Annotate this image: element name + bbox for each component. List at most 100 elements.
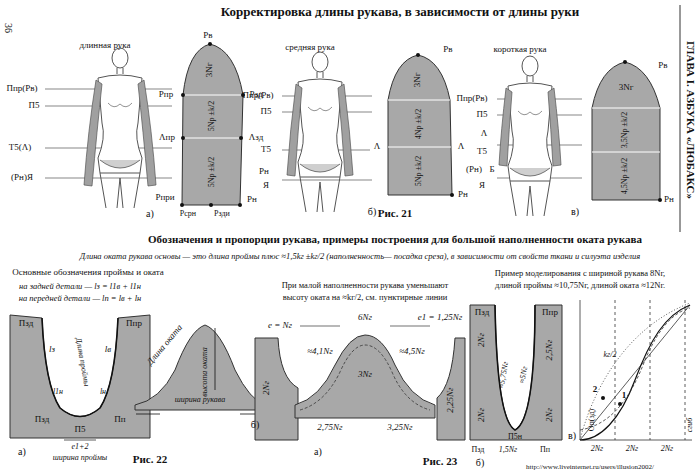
dimension-label: сгиб [686,418,694,433]
dimension-label: При малой наполненности рукава уменьшают [282,281,449,290]
dimension-label: Λ [481,129,488,138]
dimension-label: 3Nг [205,63,214,78]
dimension-label: Ппр(Рв) [242,91,273,100]
dimension-label: Рис. 23 [423,456,457,468]
dimension-label: Б [489,165,494,174]
dimension-label: короткая рука [494,45,547,54]
dimension-label: Пп [114,415,125,424]
dimension-label: средняя рука [285,43,334,52]
dimension-label: Пзд [475,308,489,317]
dimension-label: 4Nр ±k/2 [415,109,423,139]
dimension-label: е = Nг [268,321,292,330]
dimension-label: Рн [259,167,269,176]
dimension-label: Рн [247,195,257,204]
dimension-label: Λзд [249,133,264,142]
dimension-label: П5 [261,107,272,116]
dimension-label: Рпр [159,90,173,99]
dimension-label: ≈5Nг [518,366,529,384]
dimension-label: б) [251,420,259,431]
dimension-label: Пзд [35,415,49,424]
dimension-label: 2Nг [545,408,554,422]
dimension-label: е1+2 [72,443,89,451]
dimension-label: 2Nг [661,445,673,453]
dimension-label: 5Nр ±k/2 [208,101,216,131]
dimension-label: 2Nг [591,445,603,453]
dimension-label: 5Nр ±k/2 [208,157,216,187]
dimension-label: Λ [458,142,465,151]
dimension-label: в) [571,207,579,218]
dimension-label: Рис. 22 [133,454,167,466]
dimension-label: Т5 [477,147,487,156]
dimension-label: 3Nг [358,370,372,379]
dimension-label: длинная рука [79,41,130,50]
dimension-label: Пзд [472,446,485,454]
dimension-label: высота оката [201,347,209,397]
dimension-label: Λ [374,142,381,151]
dimension-label: 3,5Nр ±k/2 [621,112,629,148]
dimension-label: на задней детали — lз = l1в + l1н [19,282,141,291]
dimension-label: 2Nг [477,408,486,422]
dimension-label: ≈4,1Nг [307,347,333,356]
dimension-label: Ппр [542,308,558,317]
dimension-label: 2Nг [477,333,486,347]
dimension-label: 6Nг [358,313,372,322]
dimension-label: 36 [3,23,14,33]
dimension-label: (Рн)Я [11,173,33,182]
dimension-label: е1 = 1,25Nг [418,313,462,322]
dimension-label: 2,25Nг [446,387,455,412]
dimension-label: б) [476,458,484,469]
dimension-label: Т5(Λ) [9,143,32,152]
dimension-label: а) [146,209,154,220]
dimension-label: Рсрн [180,210,196,218]
dimension-label: Длина проймы [74,337,91,387]
dimension-label: Основные обозначения проймы и оката [12,268,164,277]
dimension-label: на передней детали — lп = lв + lн [19,294,142,303]
dimension-label: 1,5Nг [499,446,517,454]
dimension-label: 2 [593,385,598,394]
dimension-label: Ппр(Рв) [6,84,37,93]
dimension-label: ГЛАВА I. АЗБУКА «ЛЮБАКС» [684,41,696,199]
dimension-label: Рн [458,190,468,199]
dimension-label: Я [263,181,269,190]
dimension-label: 2,75Nг [317,423,342,432]
dimension-label: Рв [658,61,667,70]
dimension-label: 4,5Nр ±k/2 [621,158,629,194]
dimension-label: Ппр [126,319,142,328]
dimension-label: высоту оката на ≈kг/2, см. пунктирные ли… [283,293,448,302]
dimension-label: ≈4,5Nг [399,347,425,356]
dimension-label: lн [100,388,106,396]
dimension-label: в) [568,431,576,442]
dimension-label: Пзд [19,319,33,328]
dimension-label: Т5 [261,145,271,154]
dimension-label: 2Nг [626,445,638,453]
dimension-label: П5н [508,433,522,441]
dimension-label: ≈5,75Nг [498,361,511,389]
dimension-label: lз [49,345,55,354]
dimension-label: Рпри [155,193,174,202]
dimension-label: Λпр [159,133,175,142]
dimension-label: а) [18,447,26,458]
dimension-label: Обозначения и пропорции рукава, примеры … [148,234,642,246]
dimension-label: 5Nр ±k/2 [415,156,423,186]
dimension-label: ширина рукава [175,396,225,404]
dimension-label: 3Nг [619,83,634,92]
dimension-label: Рн [664,195,674,204]
dimension-label: 3,25Nг [387,423,412,432]
dimension-label: lв [105,345,111,354]
dimension-label: П5 [75,425,86,434]
dimension-label: Ппр(Рв) [456,94,487,103]
dimension-label: Рв [203,31,212,40]
dimension-label: Рв [443,45,452,54]
dimension-label: Рзди [214,210,230,218]
dimension-label: 2Nг [262,381,271,395]
dimension-label: Рис. 21 [378,208,412,220]
dimension-label: Длина оката рукава основы — это длина пр… [80,252,640,261]
dimension-label: П5 [29,101,40,110]
dimension-label: 2,5Nг [545,340,554,361]
dimension-label: kг/2 [604,351,617,359]
dimension-label: Пример моделирования с шириной рукава 8N… [495,269,665,278]
dimension-label: (Рн) [466,165,482,174]
dimension-label: б) [368,207,376,218]
dimension-label: http://www.liveinternet.ru/users/illusio… [526,464,654,471]
